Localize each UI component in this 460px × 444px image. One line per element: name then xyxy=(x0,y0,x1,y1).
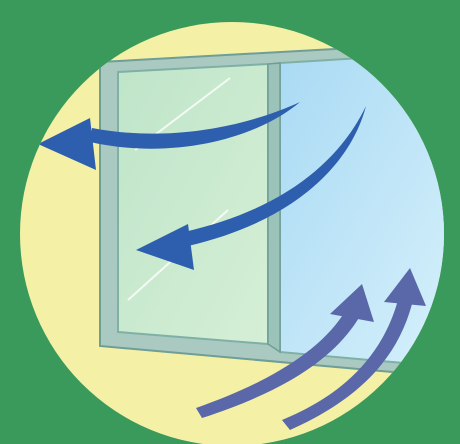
window-airflow-illustration xyxy=(0,0,460,444)
illustration xyxy=(0,0,460,444)
